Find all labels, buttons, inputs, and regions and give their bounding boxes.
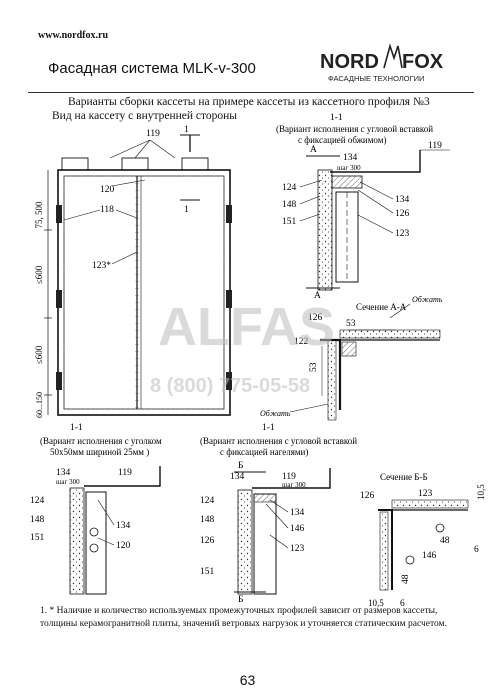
bl-label-134: 134 bbox=[56, 468, 71, 478]
bb-dim-10-5-right: 10,5 bbox=[476, 484, 486, 500]
aa-label-53-top: 53 bbox=[346, 319, 356, 329]
bm-label-124: 124 bbox=[200, 496, 215, 506]
dim-mid2: ≤600 bbox=[34, 345, 44, 364]
bm-label-146: 146 bbox=[290, 524, 305, 534]
dim-mid1: ≤600 bbox=[34, 265, 44, 284]
bb-label-126: 126 bbox=[360, 491, 375, 501]
watermark: ALFAS 8 (800) 775-05-58 bbox=[150, 297, 335, 397]
bb-dim-10-5-bottom: 10,5 bbox=[368, 598, 384, 608]
tile-section bbox=[317, 169, 333, 291]
bb-dim-48-top: 48 bbox=[440, 536, 450, 546]
cassette-front-view: 75, 500 ≤600 ≤600 60...150 119 1 120 118… bbox=[34, 125, 232, 418]
detail-1-1-crimp: 1-1 (Вариант исполнения с угловой вставк… bbox=[276, 113, 450, 301]
detail-1-1-angle: 1-1 (Вариант исполнения с уголком 50x50м… bbox=[30, 423, 162, 595]
site-url: www.nordfox.ru bbox=[38, 30, 109, 41]
aa-label-126: 126 bbox=[308, 313, 323, 323]
section-a-a: Сечение А-А Обжать 126 53 122 53 Обжать bbox=[260, 295, 443, 421]
label-120: 120 bbox=[100, 185, 115, 195]
marker-b-top: Б bbox=[238, 461, 243, 471]
section-aa-title: Сечение А-А bbox=[356, 302, 407, 312]
crimp-top-label: Обжать bbox=[412, 295, 443, 304]
detail-1-1-dowels: 1-1 (Вариант исполнения с угловой вставк… bbox=[200, 423, 357, 605]
bm-label-123: 123 bbox=[290, 544, 305, 554]
bm-label-151: 151 bbox=[200, 567, 215, 577]
tr-label-148: 148 bbox=[282, 200, 297, 210]
bb-dim-6-right: 6 bbox=[474, 545, 479, 555]
detail-bl-caption-1: (Вариант исполнения с уголком bbox=[40, 436, 162, 446]
aa-label-53-side: 53 bbox=[309, 362, 319, 372]
bb-dim-6-bottom: 6 bbox=[400, 599, 405, 609]
detail-bl-caption-2: 50x50мм шириной 25мм ) bbox=[50, 447, 149, 457]
bl-label-148: 148 bbox=[30, 515, 45, 525]
section-mark-top: 1 bbox=[184, 125, 189, 135]
bl-label-124: 124 bbox=[30, 496, 45, 506]
bm-label-134: 134 bbox=[230, 472, 245, 482]
dim-bottom: 60...150 bbox=[35, 392, 44, 418]
bm-label-126: 126 bbox=[200, 536, 215, 546]
tr-label-134: 134 bbox=[343, 153, 358, 163]
detail-tr-caption-2: с фиксацией обжимом) bbox=[298, 135, 386, 145]
marker-a-top: А bbox=[310, 145, 317, 155]
dim-top: 75, 500 bbox=[34, 201, 44, 229]
watermark-brand: ALFAS bbox=[158, 297, 335, 357]
tr-label-126: 126 bbox=[395, 209, 410, 219]
header-divider bbox=[28, 92, 474, 93]
detail-bl-section: 1-1 bbox=[70, 423, 83, 433]
footnote: 1. * Наличие и количество используемых п… bbox=[40, 606, 447, 629]
fox-icon bbox=[383, 43, 403, 69]
corner-insert bbox=[331, 175, 363, 189]
watermark-phone: 8 (800) 775-05-58 bbox=[150, 375, 310, 397]
section-bb-title: Сечение Б-Б bbox=[380, 472, 428, 482]
view-caption: Вид на кассету с внутренней стороны bbox=[52, 110, 238, 122]
bm-label-148: 148 bbox=[200, 515, 215, 525]
logo-tagline: ФАСАДНЫЕ ТЕХНОЛОГИИ bbox=[328, 74, 424, 83]
logo-word-2: FOX bbox=[402, 51, 444, 73]
bracket-119-right bbox=[181, 157, 209, 171]
bb-label-123: 123 bbox=[418, 489, 433, 499]
side-bracket bbox=[56, 205, 62, 223]
bracket-119-mid bbox=[121, 157, 149, 171]
subtitle: Варианты сборки кассеты на примере кассе… bbox=[68, 96, 430, 108]
crimp-bottom-label: Обжать bbox=[260, 409, 291, 418]
marker-b-bottom: Б bbox=[238, 595, 243, 605]
bb-label-146: 146 bbox=[422, 551, 437, 561]
bl-label-119: 119 bbox=[118, 468, 132, 478]
label-119: 119 bbox=[146, 129, 160, 139]
tr-label-134b: 134 bbox=[395, 195, 410, 205]
bl-label-151: 151 bbox=[30, 533, 45, 543]
marker-a-bottom: А bbox=[314, 291, 321, 301]
tr-label-123: 123 bbox=[395, 229, 410, 239]
page-number: 63 bbox=[239, 672, 256, 688]
bl-step: шаг 300 bbox=[56, 478, 80, 486]
aa-label-122: 122 bbox=[294, 337, 309, 347]
tr-label-151: 151 bbox=[282, 217, 297, 227]
bracket-119 bbox=[330, 150, 421, 173]
section-mark-bottom: 1 bbox=[184, 205, 189, 215]
bm-label-134b: 134 bbox=[290, 508, 305, 518]
logo-word-1: NORD bbox=[320, 51, 379, 73]
label-123: 123* bbox=[92, 261, 111, 271]
detail-tr-section: 1-1 bbox=[330, 113, 343, 123]
tr-label-119: 119 bbox=[428, 141, 442, 151]
label-118: 118 bbox=[100, 205, 114, 215]
detail-tr-caption-1: (Вариант исполнения с угловой вставкой bbox=[276, 124, 433, 134]
bl-label-134b: 134 bbox=[116, 521, 131, 531]
page-title: Фасадная система MLK-v-300 bbox=[48, 60, 256, 77]
bl-label-120: 120 bbox=[116, 541, 131, 551]
bb-dim-48-side: 48 bbox=[401, 574, 411, 584]
detail-bm-section: 1-1 bbox=[262, 423, 275, 433]
tr-label-124: 124 bbox=[282, 183, 297, 193]
bm-label-119: 119 bbox=[282, 472, 296, 482]
nordfox-logo: NORD FOX ФАСАДНЫЕ ТЕХНОЛОГИИ bbox=[320, 40, 460, 90]
bm-step: шаг 300 bbox=[282, 481, 306, 489]
detail-bm-caption-2: с фиксацией нагелями) bbox=[220, 447, 308, 457]
bracket-119-left bbox=[61, 157, 89, 171]
tr-step: шаг 300 bbox=[337, 164, 361, 172]
section-b-b: Сечение Б-Б 126 123 10,5 48 146 6 48 10,… bbox=[360, 472, 486, 609]
detail-bm-caption-1: (Вариант исполнения с угловой вставкой bbox=[200, 436, 357, 446]
